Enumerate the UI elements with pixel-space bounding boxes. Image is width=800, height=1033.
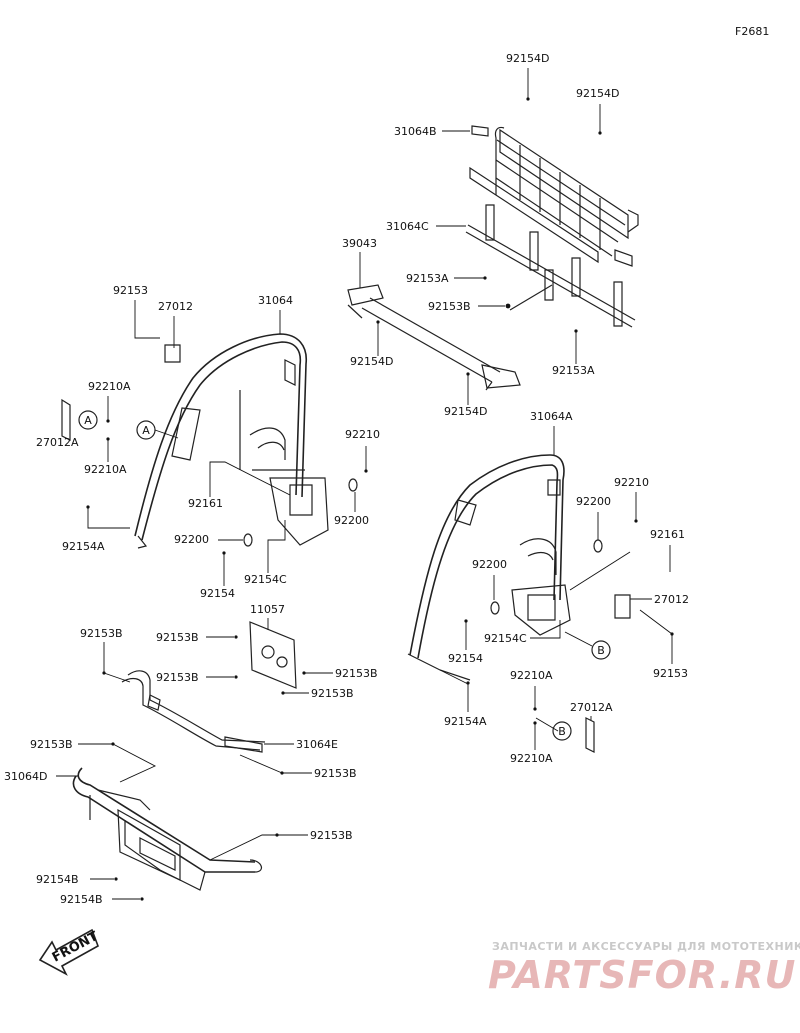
label-92210-left: 92210 xyxy=(345,428,380,441)
callout-a-rollbar: A xyxy=(136,420,156,440)
label-31064: 31064 xyxy=(258,294,293,307)
crossbar-39043 xyxy=(347,284,521,391)
label-92153b-3: 92153B xyxy=(335,667,378,680)
label-39043: 39043 xyxy=(342,237,377,250)
callout-b-rollbar: B xyxy=(591,640,611,660)
label-92153a-2: 92153A xyxy=(552,364,595,377)
label-92154c-right: 92154C xyxy=(484,632,527,645)
label-92153a-1: 92153A xyxy=(406,272,449,285)
label-92153b-5: 92153B xyxy=(311,687,354,700)
front-bumper-31064d xyxy=(72,767,263,891)
label-31064b: 31064B xyxy=(394,125,437,138)
label-92153b-4: 92153B xyxy=(156,671,199,684)
label-92154d-2: 92154D xyxy=(576,87,619,100)
label-92200-left-1: 92200 xyxy=(334,514,369,527)
label-92153-left: 92153 xyxy=(113,284,148,297)
label-92153b-8: 92153B xyxy=(310,829,353,842)
left-rollbar-31064 xyxy=(134,333,329,549)
label-92210a-3: 92210A xyxy=(510,669,553,682)
callout-a-left-letter: A xyxy=(84,414,92,427)
front-label: FRONT xyxy=(50,929,101,966)
label-92161-left: 92161 xyxy=(188,497,223,510)
label-92153b-1: 92153B xyxy=(156,631,199,644)
label-92210a-4: 92210A xyxy=(510,752,553,765)
label-31064d: 31064D xyxy=(4,770,47,783)
watermark-tagline: ЗАПЧАСТИ И АКСЕССУАРЫ ДЛЯ МОТОТЕХНИКИ xyxy=(492,940,800,953)
label-92154c-left: 92154C xyxy=(244,573,287,586)
label-92200-left-2: 92200 xyxy=(174,533,209,546)
label-92154d-4: 92154D xyxy=(444,405,487,418)
rear-rack-31064b xyxy=(469,125,639,267)
label-92200-right-1: 92200 xyxy=(576,495,611,508)
label-92154a-right: 92154A xyxy=(444,715,487,728)
bracket-bar-31064c xyxy=(465,204,636,328)
label-92200-right-2: 92200 xyxy=(472,558,507,571)
label-92153b-top: 92153B xyxy=(428,300,471,313)
label-92154b-2: 92154B xyxy=(60,893,103,906)
label-11057: 11057 xyxy=(250,603,285,616)
label-31064c: 31064C xyxy=(386,220,429,233)
callout-b-detail-letter: B xyxy=(558,725,566,738)
label-92153b-7: 92153B xyxy=(314,767,357,780)
watermark-brand: PARTSFOR.RU xyxy=(488,953,796,997)
label-27012a-2: 27012A xyxy=(570,701,613,714)
callout-a-rollbar-letter: A xyxy=(142,424,150,437)
label-92210a-2: 92210A xyxy=(84,463,127,476)
callout-b-rollbar-letter: B xyxy=(597,644,605,657)
label-92154-right: 92154 xyxy=(448,652,483,665)
label-27012-right: 27012 xyxy=(654,593,689,606)
label-27012a-1: 27012A xyxy=(36,436,79,449)
label-92154d-3: 92154D xyxy=(350,355,393,368)
front-arrow: FRONT xyxy=(38,928,101,976)
label-92154a-left: 92154A xyxy=(62,540,105,553)
label-92153b-6: 92153B xyxy=(30,738,73,751)
label-92153b-2: 92153B xyxy=(80,627,123,640)
callout-a-left: A xyxy=(78,410,98,430)
label-31064e: 31064E xyxy=(296,738,338,751)
label-92154d-1: 92154D xyxy=(506,52,549,65)
label-92210a-1: 92210A xyxy=(88,380,131,393)
label-92154-left: 92154 xyxy=(200,587,235,600)
bracket-11057 xyxy=(249,621,297,689)
label-92161-right: 92161 xyxy=(650,528,685,541)
callout-b-detail: B xyxy=(552,721,572,741)
label-92210-right: 92210 xyxy=(614,476,649,489)
figure-code: F2681 xyxy=(735,25,769,38)
label-27012-left: 27012 xyxy=(158,300,193,313)
label-92154b-1: 92154B xyxy=(36,873,79,886)
label-31064a: 31064A xyxy=(530,410,573,423)
label-92153-right: 92153 xyxy=(653,667,688,680)
bar-31064e xyxy=(121,670,266,753)
